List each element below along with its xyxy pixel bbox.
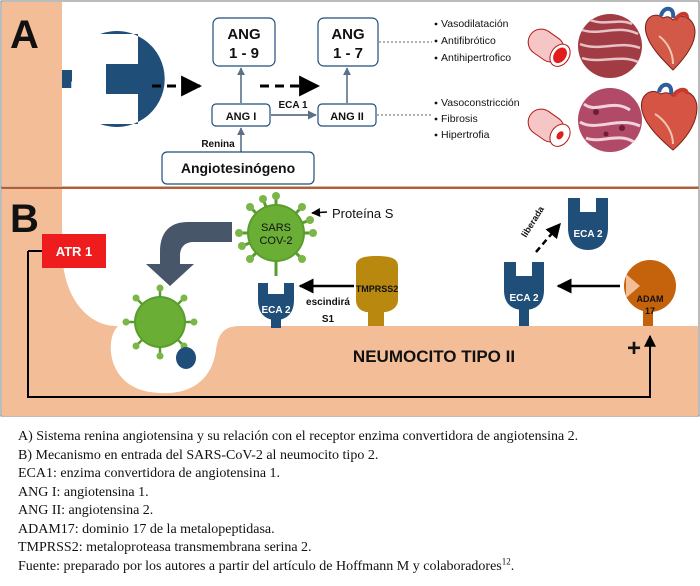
- proteina-s-label: Proteína S: [332, 206, 394, 221]
- sars-label-line1: SARS: [261, 222, 291, 234]
- adam-label-line2: 17: [645, 306, 655, 316]
- ang17-box: [317, 17, 379, 67]
- effect-bottom-item: Vasoconstricción: [441, 97, 520, 109]
- endocytosed-virus-icon: [122, 284, 198, 369]
- effect-top-item: Antihipertrofico: [441, 52, 511, 64]
- adam17-protein: [624, 260, 676, 326]
- ang19-line2: 1 - 9: [229, 45, 259, 62]
- effects-bottom-list: Vasoconstricción Fibrosis Hipertrofia: [434, 97, 520, 141]
- effect-bottom-item: Fibrosis: [441, 113, 478, 125]
- figure-caption: A) Sistema renina angiotensina y su rela…: [18, 428, 698, 576]
- effect-top-item: Antifibrótico: [441, 35, 496, 47]
- caption-line: ECA1: enzima convertidora de angiotensin…: [18, 466, 281, 481]
- plus-sign: +: [627, 335, 641, 362]
- tissue-fibrotic-icon: [578, 88, 642, 152]
- panel-b-letter: B: [10, 197, 39, 241]
- ang1-box: [211, 103, 271, 127]
- eca2-label-b3: ECA 2: [573, 229, 603, 240]
- ang1-label: ANG I: [226, 111, 257, 123]
- effect-top-item: Vasodilatación: [441, 18, 509, 30]
- vessel-narrow-icon: [527, 108, 571, 147]
- eca2-receptor-a: [100, 31, 165, 128]
- tissue-normal-icon: [578, 14, 642, 78]
- ang2-box: [317, 103, 377, 127]
- caption-source-end: .: [510, 558, 515, 574]
- eca2-label-b2: ECA 2: [509, 293, 539, 304]
- caption-line: TMPRSS2: metaloproteasa transmembrana se…: [18, 540, 312, 555]
- atr1-box: [42, 234, 106, 268]
- angiotensinogeno-label: Angiotesinógeno: [181, 160, 295, 176]
- caption-source: Fuente: preparado por los autores a part…: [18, 555, 698, 577]
- caption-line: B) Mecanismo en entrada del SARS-CoV-2 a…: [18, 447, 379, 463]
- eca1-label: ECA 1: [278, 100, 308, 111]
- caption-line: ADAM17: dominio 17 de la metalopeptidasa…: [18, 521, 275, 537]
- ang17-line1: ANG: [331, 26, 364, 43]
- renina-label: Renina: [201, 139, 235, 150]
- eca2-receptor-b1: [258, 283, 294, 328]
- caption-source-ref: 12: [501, 555, 511, 566]
- ang2-label: ANG II: [330, 111, 364, 123]
- ang17-line2: 1 - 7: [333, 45, 363, 62]
- sars-label-line2: COV-2: [259, 235, 292, 247]
- atr1-label: ATR 1: [56, 244, 93, 259]
- eca2-receptor-b2: [504, 262, 544, 326]
- vessel-wide-icon: [527, 28, 571, 67]
- escindira-line2: S1: [322, 314, 335, 325]
- endocytosis-arrow: [146, 222, 232, 286]
- eca2-label-a: ECA 2: [71, 79, 106, 93]
- eca2-released: [568, 198, 608, 250]
- eca2-label-b1: ECA 2: [261, 305, 291, 316]
- tmprss2-protein: [356, 256, 398, 326]
- angiotensinogeno-box: [161, 151, 315, 185]
- effects-top-list: Vasodilatación Antifibrótico Antihipertr…: [434, 18, 511, 64]
- ang19-line1: ANG: [227, 26, 260, 43]
- neumocito-label: NEUMOCITO TIPO II: [353, 347, 515, 366]
- caption-line: ANG II: angiotensina 2.: [18, 503, 154, 518]
- heart-hypertrophy-icon: [641, 82, 698, 151]
- caption-source-text: Fuente: preparado por los autores a part…: [18, 558, 502, 574]
- adam-label-line1: ADAM: [637, 294, 664, 304]
- atr1-adam17-feedback-line: [27, 251, 656, 398]
- sars-cov2-virus-icon: [235, 192, 317, 276]
- heart-normal-icon: [645, 6, 696, 71]
- tmprss2-label: TMPRSS2: [356, 284, 399, 294]
- effect-bottom-item: Hipertrofia: [441, 129, 490, 141]
- caption-line: A) Sistema renina angiotensina y su rela…: [18, 429, 579, 444]
- panel-a: A ECA 2 ANG 1 - 9 ANG 1 - 7 ANG I ANG II…: [0, 0, 700, 188]
- ras-sars-cov2-diagram: A ECA 2 ANG 1 - 9 ANG 1 - 7 ANG I ANG II…: [0, 0, 700, 417]
- ang19-box: [212, 17, 276, 67]
- caption-line: ANG I: angiotensina 1.: [18, 484, 149, 500]
- release-dashed-arrow: [535, 222, 561, 253]
- panel-b: B ATR 1 +: [0, 187, 700, 417]
- panel-a-letter: A: [10, 13, 39, 57]
- cell-membrane: [2, 188, 698, 416]
- escindira-line1: escindirá: [306, 297, 350, 308]
